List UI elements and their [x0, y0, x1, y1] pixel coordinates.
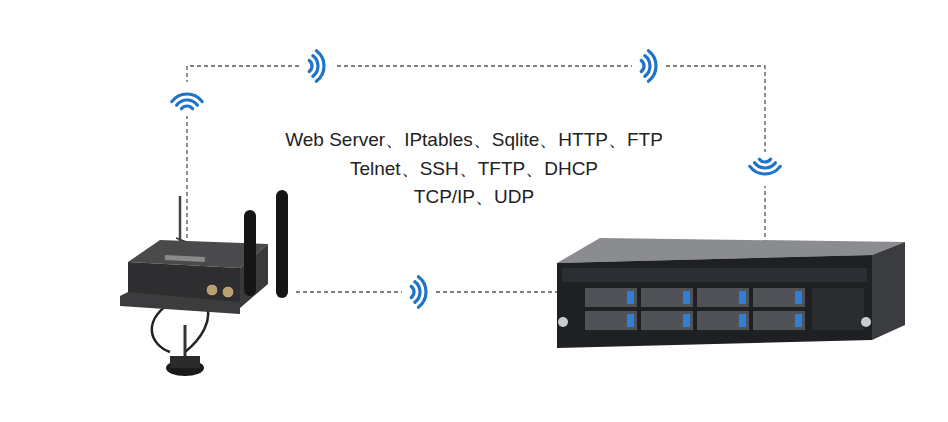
wifi-symbol — [411, 277, 426, 307]
wifi-symbol — [750, 159, 780, 174]
drive-tab — [627, 291, 634, 304]
drive-tab — [795, 291, 802, 304]
protocol-label: TCP/IP、UDP — [414, 186, 534, 207]
protocol-line: Telnet、SSH、TFTP、DHCP — [0, 157, 948, 181]
drive-tab — [739, 291, 746, 304]
server-vent — [562, 268, 867, 282]
drive-bay — [753, 288, 805, 307]
stick-antenna — [244, 210, 256, 296]
protocol-label: Telnet、SSH、TFTP、DHCP — [350, 158, 598, 179]
drive-bays — [585, 288, 805, 330]
server-side — [872, 242, 905, 340]
drive-tab — [739, 314, 746, 327]
upper-dashed-link — [187, 66, 765, 244]
server-front — [557, 255, 872, 348]
wifi-ground — [632, 48, 666, 84]
wifi-ground — [300, 48, 334, 84]
drive-bay — [697, 311, 749, 330]
drive-bay — [753, 311, 805, 330]
wifi-ground — [402, 274, 436, 310]
protocol-line: Web Server、IPtables、Sqlite、HTTP、FTP — [0, 128, 948, 152]
drive-bay — [585, 311, 637, 330]
wifi-symbol — [172, 94, 202, 109]
drive-bay — [697, 288, 749, 307]
drive-tab — [627, 314, 634, 327]
magnetic-base — [170, 356, 200, 368]
wifi-symbol — [309, 51, 324, 81]
drive-tab — [795, 314, 802, 327]
rack-handle — [861, 317, 871, 327]
router-illustration — [120, 190, 288, 376]
router-badge — [165, 255, 205, 262]
drive-tabs — [627, 291, 802, 327]
server-panel — [812, 288, 864, 330]
drive-tab — [683, 291, 690, 304]
server-illustration — [557, 238, 905, 348]
router-flange — [120, 292, 240, 314]
protocol-label: Web Server、IPtables、Sqlite、HTTP、FTP — [285, 129, 663, 150]
wifi-ground — [747, 152, 783, 186]
wifi-symbol — [641, 51, 656, 81]
wifi-ground — [169, 82, 205, 116]
drive-tab — [683, 314, 690, 327]
rack-handle — [558, 317, 568, 327]
whip-antenna — [184, 325, 187, 356]
antenna-connector — [222, 286, 234, 298]
drive-bay — [585, 288, 637, 307]
drive-bay — [641, 288, 693, 307]
antenna-connector — [206, 284, 218, 296]
drive-bay — [641, 311, 693, 330]
protocol-line: TCP/IP、UDP — [0, 185, 948, 209]
stick-antenna — [276, 190, 288, 298]
